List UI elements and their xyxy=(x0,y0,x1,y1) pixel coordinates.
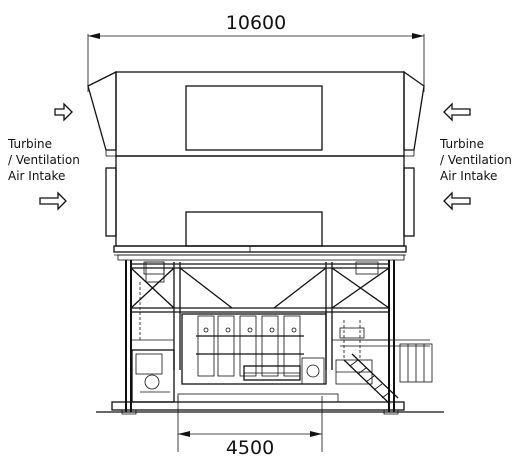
right-intake-label: Turbine / Ventilation Air Intake xyxy=(439,137,512,183)
top-dimension-label: 10600 xyxy=(226,12,286,34)
left-intake-label: Turbine / Ventilation Air Intake xyxy=(7,137,80,183)
left-intake-label-line-2: / Ventilation xyxy=(8,153,80,167)
left-intake-label-line-3: Air Intake xyxy=(8,169,65,183)
upper-filter-house xyxy=(87,70,425,157)
outline-arrow-left-icon xyxy=(443,102,471,122)
right-intake-label-line-3: Air Intake xyxy=(440,169,497,183)
outline-arrow-left-icon xyxy=(443,191,471,211)
outline-arrow-right-icon xyxy=(54,102,73,122)
right-intake-label-line-2: / Ventilation xyxy=(440,153,512,167)
turbine-package xyxy=(181,313,327,385)
left-intake-label-line-1: Turbine xyxy=(7,137,52,151)
right-access-stair xyxy=(335,320,433,405)
top-dimension: 10600 xyxy=(87,12,425,92)
bottom-dimension: 4500 xyxy=(177,396,323,459)
platform-beam xyxy=(113,245,407,261)
left-auxiliary-skid xyxy=(131,261,175,403)
bottom-dimension-label: 4500 xyxy=(226,437,274,459)
base-skid xyxy=(96,393,444,415)
outline-arrow-right-icon xyxy=(39,191,67,211)
right-intake-label-line-1: Turbine xyxy=(439,137,484,151)
lower-housing xyxy=(105,155,415,247)
